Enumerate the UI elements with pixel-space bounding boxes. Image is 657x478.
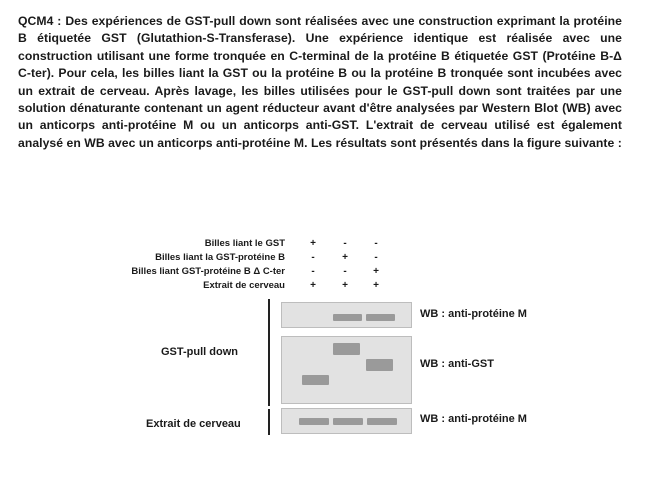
section-label-extract: Extrait de cerveau (146, 418, 241, 430)
wb-label-pulldown-m: WB : anti-protéine M (420, 308, 527, 320)
wb-label-pulldown-gst: WB : anti-GST (420, 358, 494, 370)
blot-extract-anti-m (281, 408, 412, 434)
sign-r4-c1: + (310, 280, 316, 291)
sign-r3-c1: - (311, 266, 315, 277)
sign-r1-c3: - (374, 238, 378, 249)
sign-r3-c3: + (373, 266, 379, 277)
sign-r2-c3: - (374, 252, 378, 263)
sign-r4-c2: + (342, 280, 348, 291)
band-gst-lane2 (333, 343, 360, 355)
section-label-pulldown: GST-pull down (161, 346, 238, 358)
sign-r2-c2: + (342, 252, 348, 263)
blot-pulldown-anti-m (281, 302, 412, 328)
band-extract-lane3 (367, 418, 397, 425)
band-pulldown-m-lane3 (366, 314, 395, 321)
sign-r3-c2: - (343, 266, 347, 277)
band-pulldown-m-lane2 (333, 314, 362, 321)
condition-label-gst: Billes liant le GST (204, 238, 285, 249)
sign-r4-c3: + (373, 280, 379, 291)
band-gst-lane1 (302, 375, 329, 385)
condition-label-brain-extract: Extrait de cerveau (203, 280, 285, 291)
wb-label-extract-m: WB : anti-protéine M (420, 413, 527, 425)
question-text: QCM4 : Des expériences de GST-pull down … (18, 14, 622, 150)
band-gst-lane3 (366, 359, 393, 371)
condition-label-gst-protein-b: Billes liant la GST-protéine B (155, 252, 285, 263)
sign-r1-c2: - (343, 238, 347, 249)
sign-r1-c1: + (310, 238, 316, 249)
band-extract-lane1 (299, 418, 329, 425)
extract-separator (268, 409, 270, 435)
sign-r2-c1: - (311, 252, 315, 263)
pulldown-separator (268, 299, 270, 406)
band-extract-lane2 (333, 418, 363, 425)
condition-label-gst-protein-b-dcter: Billes liant GST-protéine B Δ C-ter (131, 266, 285, 277)
blot-pulldown-anti-gst (281, 336, 412, 404)
